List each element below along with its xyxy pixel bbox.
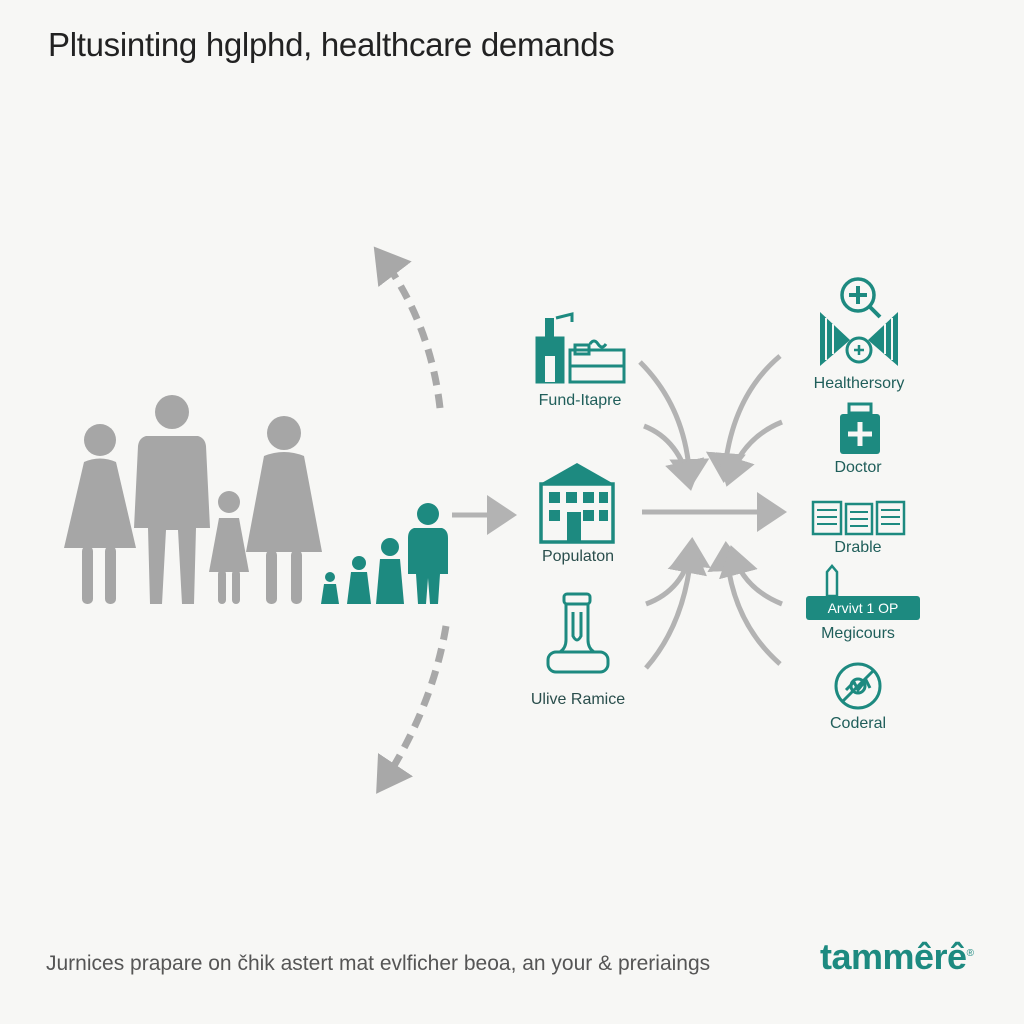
medicine-bottle-icon <box>546 592 610 674</box>
dashed-arrow-up <box>373 246 444 409</box>
arrow-converge-8 <box>719 545 783 607</box>
hospital-cross-icon <box>820 277 898 366</box>
footer-text: Jurnices prapare on čhik astert mat evlf… <box>46 952 711 975</box>
ward-sign-text: Arvivt 1 OP <box>828 600 899 616</box>
arrow-converge-5 <box>644 537 711 670</box>
arrow-converge-2 <box>705 354 782 483</box>
arrow-converge-3 <box>643 423 705 491</box>
node-label-fund: Fund-Itapre <box>538 392 622 409</box>
arrow-converge-7 <box>645 543 707 607</box>
brand-logo: tammêrê® <box>820 936 974 977</box>
growing-population-icon <box>321 503 448 604</box>
factory-icon <box>535 312 626 384</box>
dashed-arrow-down <box>376 625 450 794</box>
node-label-population: Populaton <box>541 548 615 565</box>
family-icon <box>64 395 322 604</box>
crossed-circle-icon <box>834 662 882 710</box>
node-label-drable: Drable <box>834 539 882 556</box>
documents-icon <box>811 500 906 536</box>
node-label-ulive: Ulive Ramice <box>530 691 626 708</box>
arrow-converge-6 <box>707 541 782 666</box>
node-label-coderal: Coderal <box>829 715 887 732</box>
node-label-medicours: Megicours <box>821 625 895 642</box>
page-title: Pltusinting hglphd, healthcare demands <box>48 26 615 63</box>
ward-sign-icon: Arvivt 1 OP <box>806 564 920 620</box>
node-label-healthersory: Healthersory <box>813 375 905 392</box>
node-label-doctor: Doctor <box>834 459 882 476</box>
brand-name: tammêrê <box>820 936 967 977</box>
arrow-converge-4 <box>716 419 783 487</box>
building-icon <box>539 463 615 544</box>
medical-kit-icon <box>840 402 880 454</box>
